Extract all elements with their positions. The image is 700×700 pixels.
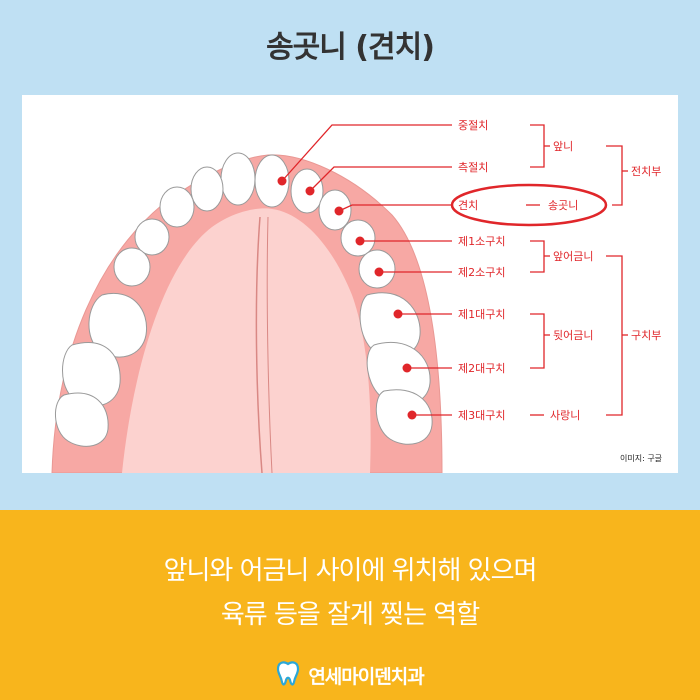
label-canine-alt: 송곳니 [548,199,578,212]
tooth [375,389,433,445]
red-dot [334,206,344,216]
tooth [55,392,109,447]
red-dot [374,267,384,277]
label-central-incisor: 중절치 [458,119,488,132]
tooth [62,342,121,407]
bracket-anterior [606,145,623,206]
label-first-molar: 제1대구치 [458,308,505,321]
red-dot [393,309,403,319]
red-dot [355,236,365,246]
label-lateral-incisor: 측절치 [458,161,488,174]
page-title: 송곳니 (견치) [266,30,435,65]
label-posterior: 구치부 [631,329,661,342]
bracket-back-molars [530,313,545,369]
brand-name: 연세마이덴치과 [308,665,424,688]
red-dot [407,410,417,420]
red-dot [305,186,315,196]
bracket-posterior [606,255,623,416]
red-dot [277,176,287,186]
palate [122,208,371,473]
tooth [134,218,170,256]
leader-line [309,166,452,192]
caption-line-1: 앞니와 어금니 사이에 위치해 있으며 [163,556,538,586]
caption-line-2: 육류 등을 잘게 찢는 역할 [220,600,480,630]
leader-line [338,204,452,212]
image-credit: 이미지: 구글 [620,453,662,463]
label-third-molar: 제3대구치 [458,409,505,422]
tooth-dots [277,176,417,420]
label-canine: 견치 [458,199,478,212]
bottom-section: 앞니와 어금니 사이에 위치해 있으며 육류 등을 잘게 찢는 역할 연세마이덴… [0,510,700,700]
tooth [190,166,224,212]
label-front-teeth: 앞니 [553,140,573,153]
label-front-molars: 앞어금니 [553,250,593,263]
bracket-front-molars [530,240,545,273]
tooth [88,293,148,358]
label-back-molars: 뒷어금니 [553,329,593,342]
bracket-front-teeth [530,124,545,168]
top-section: 송곳니 (견치) [0,0,700,510]
palate-midline [255,216,263,473]
palate-midline-right [266,216,273,473]
brand: 연세마이덴치과 [0,660,700,690]
tooth-diagram: 중절치 측절치 견치 송곳니 제1소구치 제2소구치 제1대구치 제2대구치 제… [51,119,662,473]
leader-lines [281,124,628,416]
tooth-diagram-panel: 중절치 측절치 견치 송곳니 제1소구치 제2소구치 제1대구치 제2대구치 제… [22,95,678,473]
label-wisdom-tooth: 사랑니 [550,409,580,422]
tooth [113,247,151,287]
tooth [220,152,256,206]
label-second-premolar: 제2소구치 [458,266,505,279]
red-dot [402,363,412,373]
leader-line [281,124,452,182]
label-first-premolar: 제1소구치 [458,235,505,248]
label-anterior: 전치부 [631,165,661,178]
canine-highlight-oval [450,183,608,227]
tooth-icon [276,660,300,690]
tooth [159,186,195,228]
label-second-molar: 제2대구치 [458,362,505,375]
